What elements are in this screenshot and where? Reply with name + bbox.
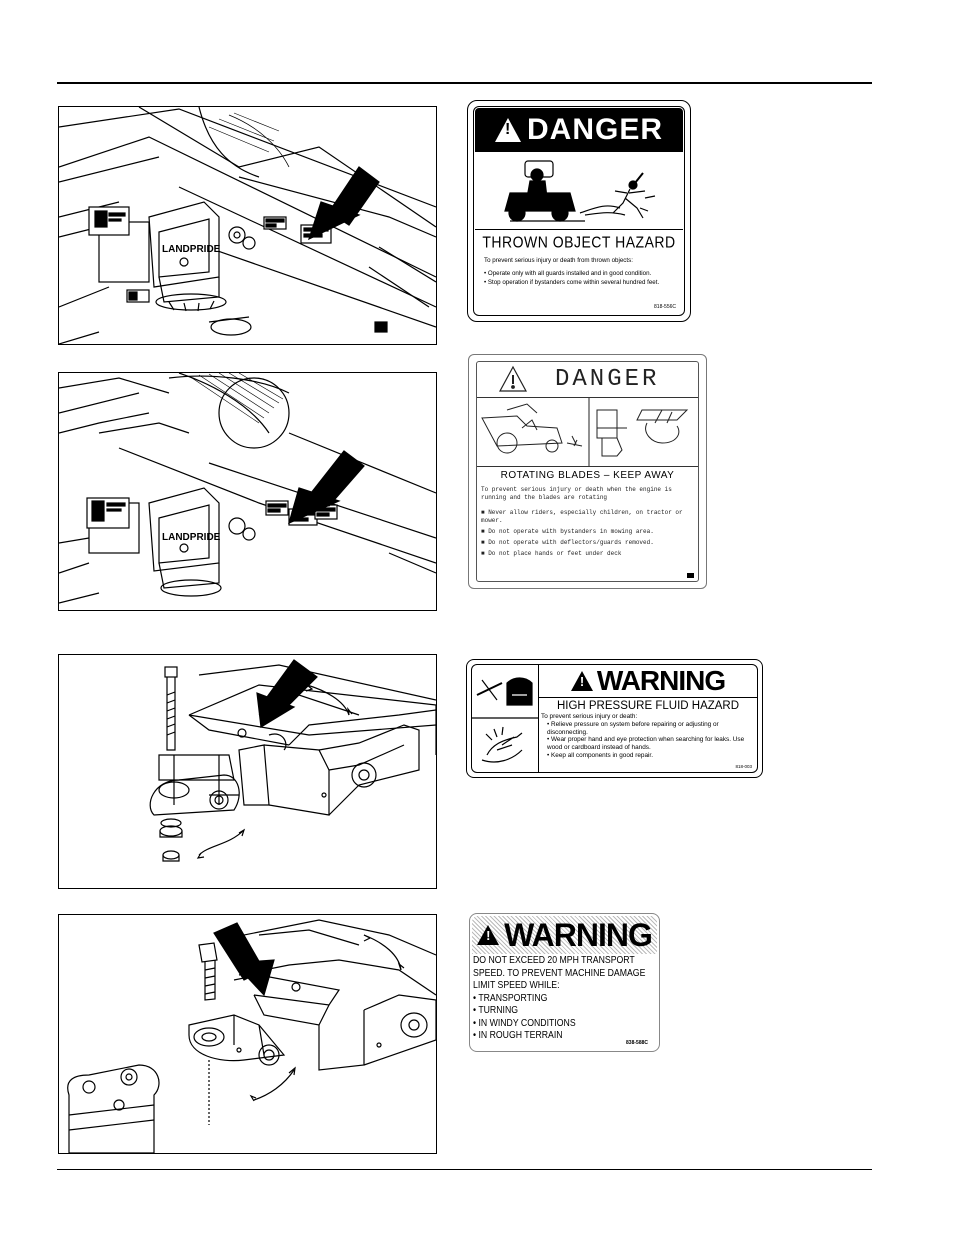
- warning-triangle-icon: [494, 118, 521, 142]
- fluid-hazard-pictogram: [472, 665, 539, 772]
- list-item: • TURNING: [473, 1004, 519, 1016]
- list-item: • IN WINDY CONDITIONS: [473, 1016, 576, 1029]
- danger-header-2: DANGER: [477, 362, 698, 398]
- hitch-pivot-illustration-1: [58, 654, 437, 889]
- warning-header-2: WARNING: [472, 916, 657, 954]
- danger-thrown-object-decal: DANGER THROWN OBJECT HAZARD To prevent s…: [467, 100, 691, 322]
- footer-rule: [57, 1169, 872, 1170]
- decal-code-3: 818-003: [735, 764, 752, 769]
- list-item: • Operate only with all guards installed…: [484, 269, 652, 277]
- list-item: • Keep all components in good repair.: [547, 751, 653, 759]
- list-item: • Relieve pressure on system before repa…: [547, 720, 719, 736]
- warning-body-1: To prevent serious injury or death: • Re…: [541, 713, 754, 760]
- list-item: ■ Do not operate with bystanders in mowi…: [481, 528, 654, 535]
- warning-triangle-icon: [570, 671, 593, 691]
- list-item: • TRANSPORTING: [473, 991, 548, 1004]
- hitch-pivot-illustration-2: [58, 914, 437, 1154]
- warning-transport-speed-decal: WARNING DO NOT EXCEED 20 MPH TRANSPORT S…: [469, 913, 660, 1052]
- danger-title-2: ROTATING BLADES – KEEP AWAY: [500, 470, 675, 481]
- danger-rotating-blades-decal: DANGER ROTATING BLADES – KEEP AWAY To pr…: [468, 354, 707, 589]
- danger-body-2: To prevent serious injury or death when …: [481, 486, 698, 558]
- warning-body-2: DO NOT EXCEED 20 MPH TRANSPORT SPEED. TO…: [473, 954, 656, 1042]
- gearbox-illustration-2: LANDPRIDE: [58, 372, 437, 611]
- list-item: • IN ROUGH TERRAIN: [473, 1029, 563, 1041]
- list-item: ■ Do not place hands or feet under deck: [481, 550, 622, 557]
- warning-triangle-icon: [477, 925, 500, 945]
- list-item: • Wear proper hand and eye protection wh…: [547, 736, 745, 752]
- brand-label-2: LANDPRIDE: [162, 532, 221, 543]
- decal-code-4: 838-588C: [626, 1040, 648, 1046]
- warning-header-1: WARNING: [539, 665, 757, 698]
- rotating-blades-pictogram: [477, 398, 698, 467]
- warning-triangle-icon: [499, 365, 527, 392]
- danger-title-1: THROWN OBJECT HAZARD: [482, 233, 676, 251]
- danger-header-1: DANGER: [475, 108, 683, 152]
- list-item: ■ Never allow riders, especially childre…: [481, 509, 683, 524]
- header-rule: [57, 82, 872, 84]
- danger-body-1: To prevent serious injury or death from …: [484, 256, 678, 288]
- list-item: ■ Do not operate with deflectors/guards …: [481, 539, 654, 546]
- warning-high-pressure-decal: WARNING HIGH PRESSURE FLUID HAZARD To pr…: [466, 659, 763, 778]
- decal-code-1: 818-556C: [654, 304, 676, 310]
- gearbox-illustration-1: LANDPRIDE: [58, 106, 437, 345]
- thrown-object-pictogram: [475, 153, 683, 230]
- decal-marker: [687, 573, 694, 578]
- list-item: • Stop operation if bystanders come with…: [484, 279, 660, 286]
- brand-label-1: LANDPRIDE: [162, 244, 221, 255]
- warning-title-1: HIGH PRESSURE FLUID HAZARD: [556, 700, 740, 712]
